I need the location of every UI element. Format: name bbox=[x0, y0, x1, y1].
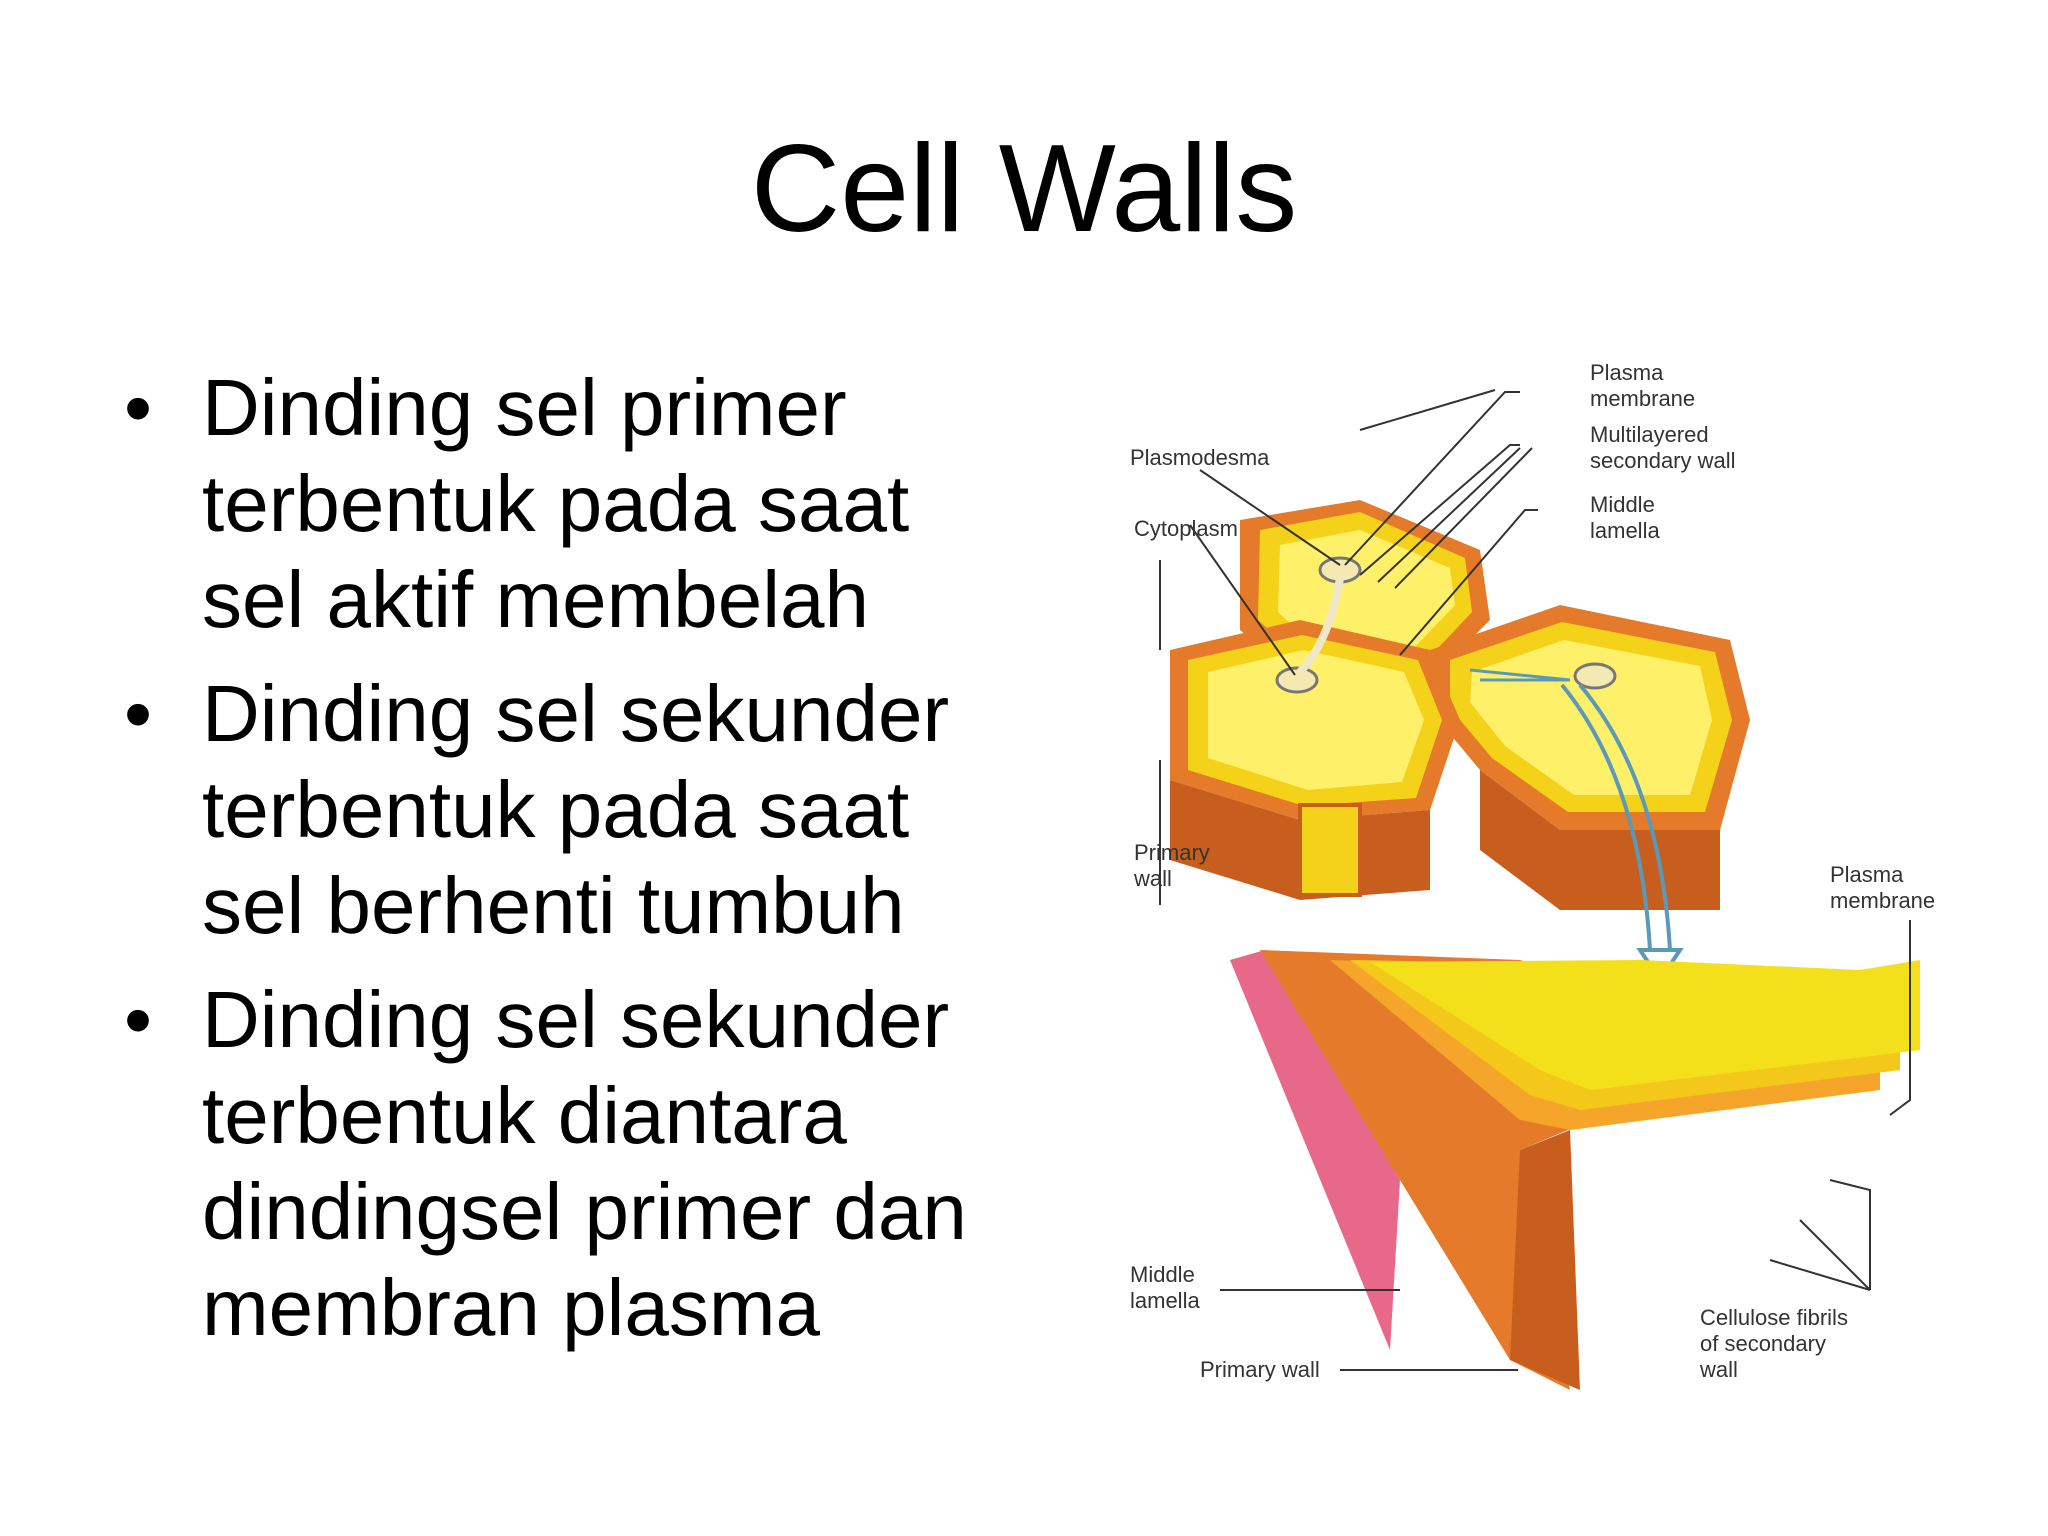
label-middle-lamella-bottom: Middle bbox=[1130, 1262, 1195, 1287]
label-plasma-membrane-bottom: Plasma bbox=[1830, 862, 1904, 887]
bullet-item: • Dinding sel primer terbentuk pada saat… bbox=[110, 360, 1110, 648]
label-primary-wall-top: wall bbox=[1133, 866, 1172, 891]
slide-title: Cell Walls bbox=[750, 120, 1298, 258]
label-primary-wall-top: Primary bbox=[1134, 840, 1210, 865]
label-multilayered-wall: Multilayered bbox=[1590, 422, 1709, 447]
cell-left-inner bbox=[1208, 650, 1424, 790]
bullet-icon: • bbox=[124, 363, 153, 452]
label-plasma-membrane-top: Plasma bbox=[1590, 360, 1664, 385]
plasmodesma-dot bbox=[1275, 666, 1319, 694]
bullet-line: terbentuk diantara bbox=[202, 1071, 847, 1160]
label-middle-lamella-bottom: lamella bbox=[1130, 1288, 1200, 1313]
plasmodesma-channel bbox=[1297, 577, 1344, 675]
bullet-line: sel aktif membelah bbox=[202, 555, 869, 644]
label-plasma-membrane-top: membrane bbox=[1590, 386, 1695, 411]
bullet-line: Dinding sel sekunder bbox=[202, 669, 950, 758]
label-plasma-membrane-bottom: membrane bbox=[1830, 888, 1935, 913]
middle-lamella-layer bbox=[1230, 950, 1400, 1350]
label-cellulose-fibrils: wall bbox=[1699, 1357, 1738, 1382]
cell-back-inner bbox=[1278, 530, 1455, 650]
cell-cutaway bbox=[1298, 803, 1362, 897]
bullet-icon: • bbox=[124, 975, 153, 1064]
cell-wall-diagram: Plasma membrane Multilayered secondary w… bbox=[1100, 350, 2000, 1400]
bullet-item: • Dinding sel sekunder terbentuk diantar… bbox=[110, 972, 1110, 1356]
label-plasmodesma: Plasmodesma bbox=[1130, 445, 1270, 470]
plasmodesma-dot bbox=[1573, 662, 1617, 690]
secondary-wall-layer-1 bbox=[1370, 960, 1920, 1090]
label-multilayered-wall: secondary wall bbox=[1590, 448, 1736, 473]
leader-lines bbox=[1159, 389, 1911, 1371]
label-middle-lamella-top: lamella bbox=[1590, 518, 1660, 543]
bullet-line: Dinding sel primer bbox=[202, 363, 847, 452]
primary-wall-edge bbox=[1510, 1130, 1580, 1390]
bullet-line: membran plasma bbox=[202, 1263, 821, 1352]
bullet-line: dindingsel primer dan bbox=[202, 1167, 967, 1256]
label-cytoplasm: Cytoplasm bbox=[1134, 516, 1238, 541]
cell-group-top bbox=[1170, 500, 1750, 910]
label-primary-wall-bottom: Primary wall bbox=[1200, 1357, 1320, 1382]
bullet-item: • Dinding sel sekunder terbentuk pada sa… bbox=[110, 666, 1110, 954]
label-cellulose-fibrils: of secondary bbox=[1700, 1331, 1826, 1356]
label-cellulose-fibrils: Cellulose fibrils bbox=[1700, 1305, 1848, 1330]
diagram-labels: Plasma membrane Multilayered secondary w… bbox=[1130, 360, 1935, 1382]
bullet-line: Dinding sel sekunder bbox=[202, 975, 950, 1064]
label-middle-lamella-top: Middle bbox=[1590, 492, 1655, 517]
cell-wall-illustration: Plasma membrane Multilayered secondary w… bbox=[1130, 360, 1935, 1390]
bullet-line: terbentuk pada saat bbox=[202, 765, 910, 854]
bullet-icon: • bbox=[124, 669, 153, 758]
bullet-list: • Dinding sel primer terbentuk pada saat… bbox=[110, 360, 1110, 1374]
bullet-line: sel berhenti tumbuh bbox=[202, 861, 905, 950]
wall-layers-bottom bbox=[1230, 950, 1920, 1390]
bullet-line: terbentuk pada saat bbox=[202, 459, 910, 548]
